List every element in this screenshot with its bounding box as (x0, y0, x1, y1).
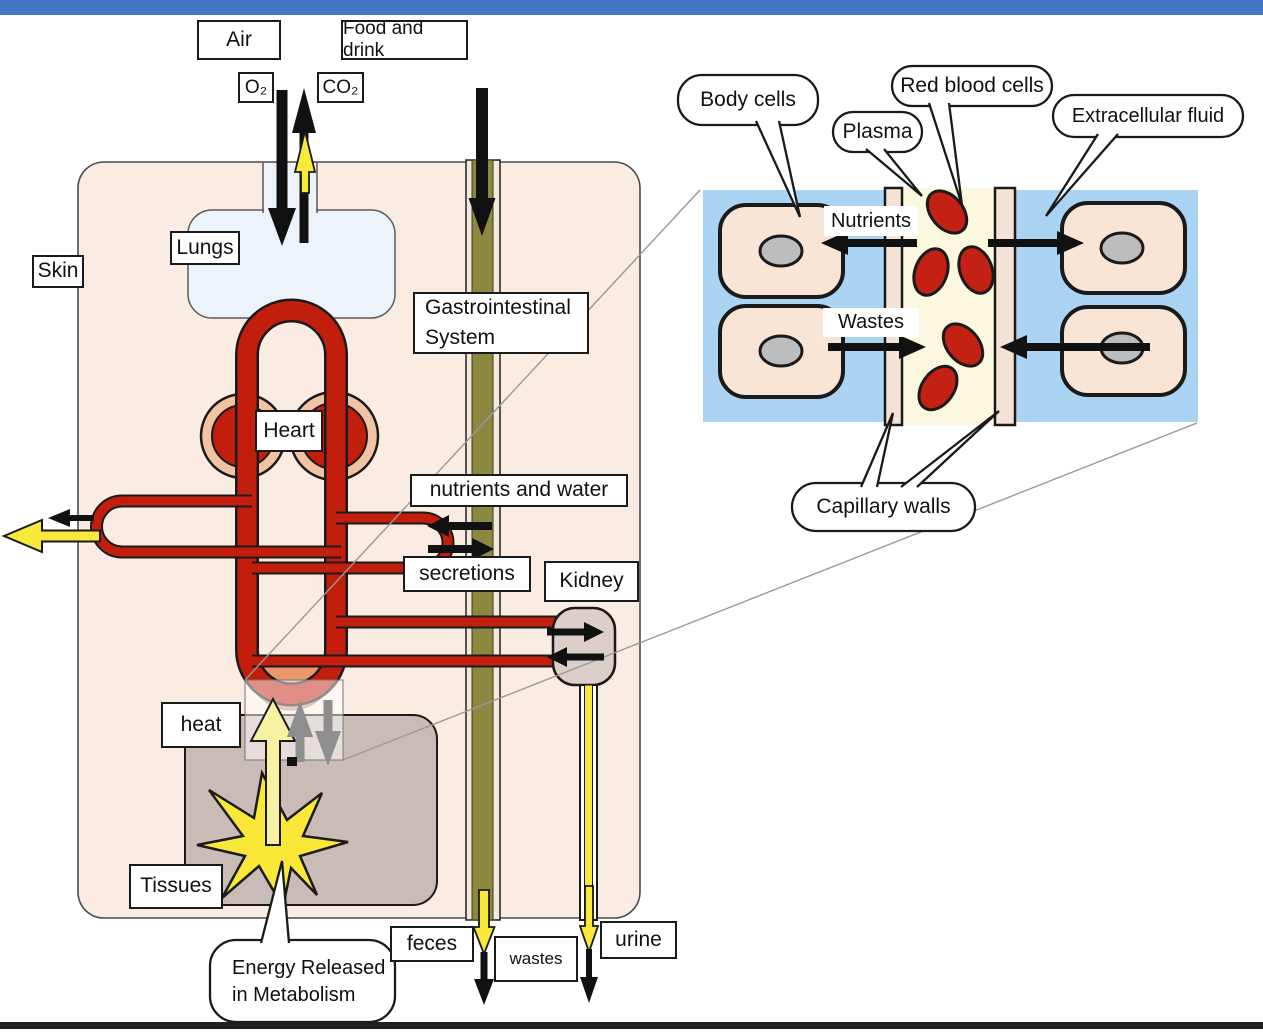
inset-wastes-left-arrow (828, 335, 926, 359)
body-cell (718, 304, 845, 399)
cell-nucleus (758, 234, 804, 268)
extracellular-fluid-label: Extracellular fluid (1071, 104, 1225, 127)
kidney-out-arrow (547, 647, 604, 667)
ureter-tube (579, 684, 598, 921)
top-blue-bar (0, 0, 1263, 15)
bottom-dark-bar (0, 1022, 1263, 1029)
lungs-label: Lungs (170, 231, 240, 265)
skin-out-yellow-arrow (1, 518, 101, 554)
urine-label: urine (600, 921, 677, 959)
inset-nutrients-right-arrow (988, 231, 1084, 255)
kidney-in-arrow (547, 622, 604, 642)
skin-label: Skin (32, 255, 84, 288)
urine-yellow-arrow (578, 885, 600, 955)
heart-label: Heart (255, 410, 323, 452)
body-cells-callout (676, 73, 820, 218)
skin-capillary-loop (90, 494, 341, 559)
energy-released-callout (208, 860, 397, 1024)
o2-label: O₂ (238, 72, 274, 103)
gastrointestinal-system-label: Gastrointestinal System (413, 292, 589, 354)
cell-nucleus (758, 334, 804, 368)
inset-nutrients-label: Nutrients (824, 206, 918, 236)
energy-released-label: Energy Released in Metabolism (232, 957, 386, 1006)
food-and-drink-label: Food and drink (341, 18, 468, 61)
exchange-up-arrow (287, 701, 313, 762)
feces-label: feces (390, 926, 474, 962)
exchange-down-arrow (287, 700, 341, 766)
urine-black-arrow (580, 949, 598, 1003)
co2-yellow-arrow (293, 130, 317, 194)
secretions-arrow (428, 538, 494, 560)
inset-leader-lines (244, 189, 1198, 761)
cell-nucleus (1099, 231, 1145, 265)
extracellular-fluid-callout (1045, 93, 1245, 217)
body-cell (718, 203, 845, 299)
tissues-label: Tissues (129, 864, 223, 909)
capillary-wall-right (993, 186, 1017, 427)
capillary-walls-callout (790, 410, 1000, 533)
co2-label: CO₂ (317, 72, 364, 103)
capillary-wall-left (883, 186, 904, 427)
air-label: Air (197, 20, 281, 60)
capillary-walls-label: Capillary walls (816, 495, 951, 518)
skin-out-black-arrow (48, 509, 94, 527)
body-cell (1060, 201, 1187, 295)
co2-up-arrow (292, 88, 317, 243)
feces-yellow-arrow (472, 889, 496, 957)
red-blood-cells (912, 189, 995, 412)
plasma-callout (831, 110, 924, 197)
nutrients-and-water-label: nutrients and water (410, 474, 628, 507)
kidney-label: Kidney (544, 561, 639, 602)
plasma-label: Plasma (842, 120, 913, 143)
gastrointestinal-tube (465, 159, 501, 921)
red-blood-cells-callout (890, 64, 1054, 206)
feces-black-arrow (474, 952, 494, 1005)
heat-label: heat (161, 702, 241, 748)
inset-nutrients-left-arrow (821, 231, 917, 255)
capillary-inset (703, 186, 1198, 427)
secretions-label: secretions (403, 556, 531, 592)
nutrients-water-arrow (427, 515, 492, 537)
inset-wastes-right-arrow (1000, 335, 1150, 359)
o2-down-arrow (268, 90, 296, 246)
red-blood-cells-label: Red blood cells (900, 74, 1044, 97)
food-down-arrow (468, 88, 496, 236)
inset-wastes-label: Wastes (823, 308, 919, 337)
body-cells-label: Body cells (700, 88, 796, 111)
heat-up-arrow (249, 696, 297, 846)
wastes-label: wastes (494, 936, 578, 982)
